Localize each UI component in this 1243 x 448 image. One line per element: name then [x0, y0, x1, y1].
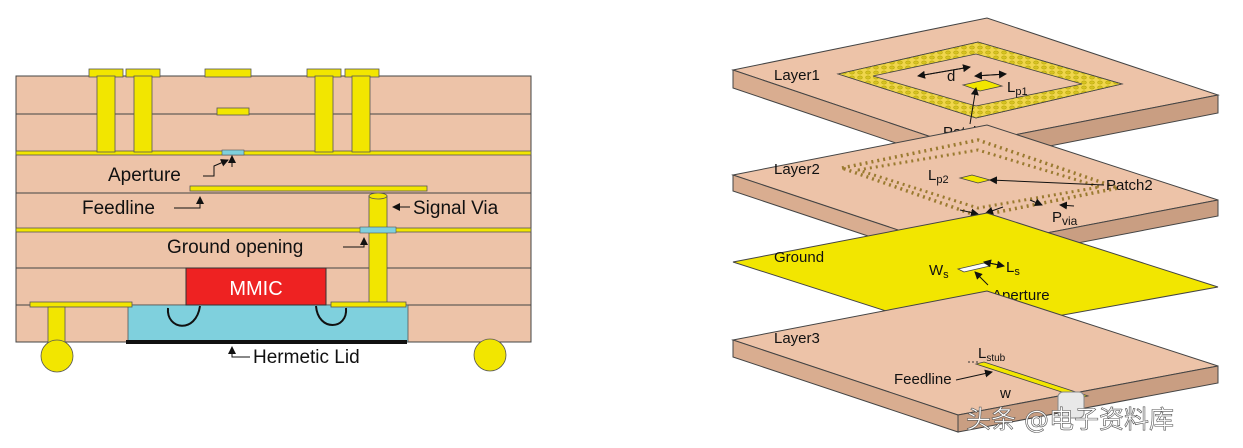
ground-vias — [96, 75, 371, 153]
layer3-label: Layer3 — [774, 330, 820, 347]
layer2-label: Layer2 — [774, 161, 820, 178]
signal-via-label: Signal Via — [413, 198, 499, 219]
svg-text:Pvia: Pvia — [1052, 209, 1078, 228]
feedline-label: Feedline — [82, 198, 155, 219]
solder-ball-left — [40, 339, 74, 373]
aperture-slot — [221, 149, 245, 156]
top-pads — [88, 68, 380, 116]
lp2-sub: p2 — [936, 174, 948, 186]
lstub-sub: stub — [986, 353, 1005, 364]
svg-text:Lstub: Lstub — [978, 345, 1006, 364]
svg-text:Lp2: Lp2 — [928, 167, 949, 186]
d-label: d — [947, 68, 955, 85]
hermetic-lid-label: Hermetic Lid — [253, 347, 360, 368]
ls-main: L — [1006, 259, 1014, 276]
cross-section-diagram: Aperture Feedline Signal Via Ground open… — [15, 68, 532, 373]
exploded-view-diagram: Layer1 d Lp1 Patch1 Layer2 Lp2 Patch2 — [731, 17, 1220, 433]
bond-wire-left — [166, 305, 201, 327]
feedline-label-3d: Feedline — [894, 371, 952, 388]
watermark-logo — [1057, 391, 1085, 419]
pvia-main: P — [1052, 209, 1062, 226]
layer1-label: Layer1 — [774, 67, 820, 84]
watermark: 头条 @电子资料库 — [966, 391, 1174, 434]
ground-opening-label: Ground opening — [167, 237, 303, 258]
svg-text:Lp1: Lp1 — [1007, 79, 1028, 98]
patch2-label: Patch2 — [1106, 177, 1153, 194]
lstub-main: L — [978, 345, 986, 362]
bond-wire-right — [315, 305, 348, 326]
lp1-sub: p1 — [1015, 86, 1027, 98]
signal-via — [368, 195, 388, 307]
mmic-chip — [185, 267, 327, 306]
ground-opening — [359, 226, 397, 234]
solder-ball-right — [473, 338, 507, 372]
w-label: w — [999, 385, 1011, 402]
lp1-main: L — [1007, 79, 1015, 96]
layer3-board: Layer3 Lstub Feedline w — [731, 290, 1219, 433]
ws-main: W — [929, 262, 944, 279]
ground-plane-lower — [15, 227, 532, 233]
mmic-cavity — [127, 304, 409, 343]
ground-plane: Ground Ws Ls Aperture — [732, 212, 1219, 335]
ws-sub: s — [943, 269, 949, 281]
ground-plane-upper — [15, 150, 532, 156]
aperture-label: Aperture — [108, 165, 181, 186]
ls-sub: s — [1014, 266, 1020, 278]
layer1-board: Layer1 d Lp1 Patch1 — [731, 17, 1220, 165]
mmic-label: MMIC — [229, 278, 282, 300]
svg-text:Ws: Ws — [929, 262, 949, 281]
watermark-text: 头条 @电子资料库 — [966, 405, 1174, 434]
svg-text:Ls: Ls — [1006, 259, 1020, 278]
pvia-sub: via — [1062, 214, 1078, 228]
feedline-strip — [974, 361, 1090, 399]
hermetic-lid — [126, 340, 407, 344]
ground-label: Ground — [774, 249, 824, 266]
feedline-trace — [189, 185, 428, 192]
lp2-main: L — [928, 167, 936, 184]
